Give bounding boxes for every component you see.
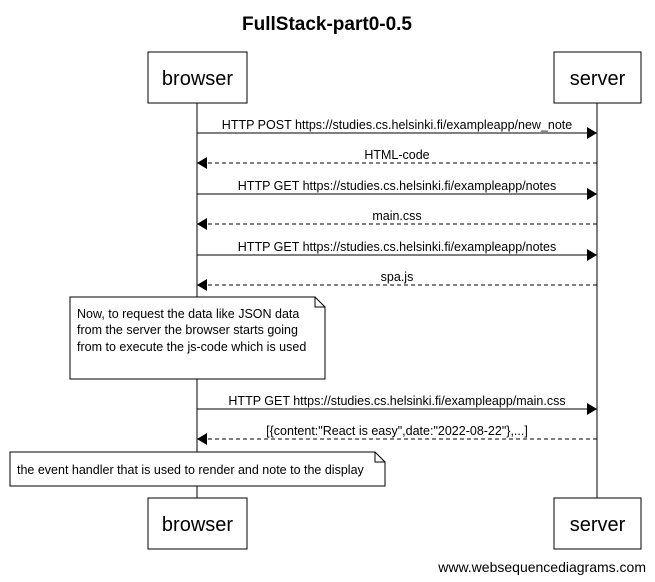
message-1: HTTP POST https://studies.cs.helsinki.fi… [197,118,597,139]
note-line: from to execute the js-code which is use… [77,340,306,354]
note-line: from the server the browser starts going [77,323,298,337]
message-2: HTML-code [197,148,597,169]
message-5: HTTP GET https://studies.cs.helsinki.fi/… [197,240,597,261]
diagram-title: FullStack-part0-0.5 [242,14,412,35]
message-label: spa.js [381,270,414,284]
message-3: HTTP GET https://studies.cs.helsinki.fi/… [197,179,597,200]
note-1: Now, to request the data like JSON data … [69,296,326,380]
message-label: HTTP GET https://studies.cs.helsinki.fi/… [238,240,556,254]
message-6: spa.js [197,270,597,291]
actor-browser-top-label: browser [162,68,233,90]
actor-browser-bottom: browser [147,497,248,550]
message-4: main.css [197,209,597,230]
actor-server-top: server [553,51,642,104]
message-label: main.css [372,209,421,223]
actor-server-bottom: server [553,497,642,550]
message-label: HTTP POST https://studies.cs.helsinki.fi… [222,118,572,132]
message-label: HTML-code [364,148,429,162]
note-line: the event handler that is used to render… [17,463,365,477]
actor-browser-top: browser [147,51,248,104]
actor-server-top-label: server [570,68,626,90]
actor-server-bottom-label: server [570,514,626,536]
watermark-link[interactable]: www.websequencediagrams.com [437,559,646,575]
message-label: HTTP GET https://studies.cs.helsinki.fi/… [228,394,565,408]
note-line: Now, to request the data like JSON data [77,307,299,321]
message-label: [{content:"React is easy",date:"2022-08-… [266,424,528,438]
message-7: HTTP GET https://studies.cs.helsinki.fi/… [197,394,597,415]
actor-browser-bottom-label: browser [162,514,233,536]
message-label: HTTP GET https://studies.cs.helsinki.fi/… [238,179,556,193]
message-8: [{content:"React is easy",date:"2022-08-… [197,424,597,445]
note-2: the event handler that is used to render… [9,451,386,487]
